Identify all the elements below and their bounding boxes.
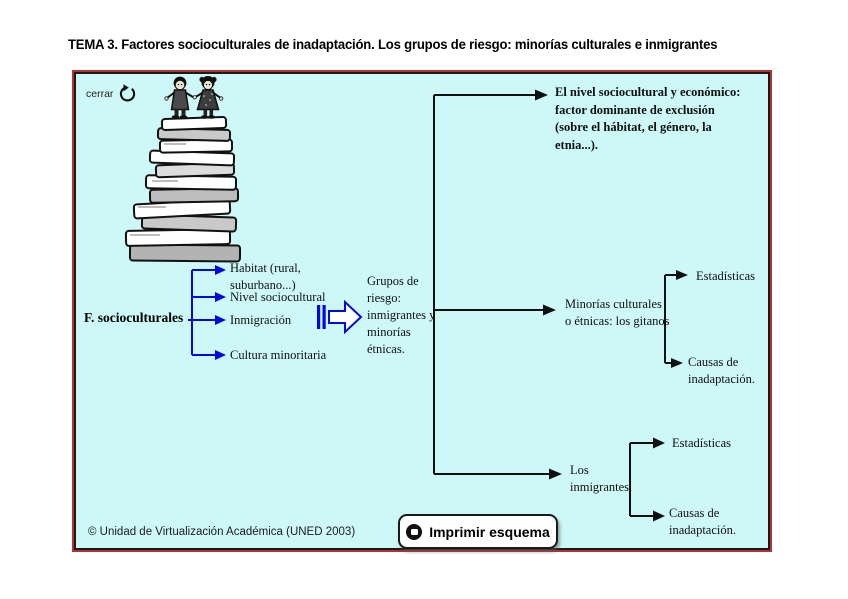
copyright-text: © Unidad de Virtualización Académica (UN… <box>88 526 356 538</box>
factor-cultura: Cultura minoritaria <box>230 348 327 362</box>
block-arrow-icon <box>317 299 363 335</box>
children-figures <box>164 76 224 119</box>
bottom-stats-label: Estadísticas <box>672 436 732 450</box>
center-note: Grupos de riesgo: inmigrantes y minorías… <box>367 274 436 356</box>
branch-middle-label: Minorías culturales o étnicas: los gitan… <box>565 297 670 328</box>
print-schema-button[interactable]: Imprimir esquema <box>398 514 558 549</box>
middle-causes-label: Causas de inadaptación. <box>688 355 755 386</box>
factor-inmigracion: Inmigración <box>230 313 292 327</box>
close-button-label: cerrar <box>86 88 114 100</box>
branch-bottom-label: Los inmigrantes. <box>570 463 633 494</box>
close-button[interactable]: cerrar <box>86 84 138 104</box>
print-icon <box>406 523 423 540</box>
bottom-causes-label: Causas de inadaptación. <box>669 506 736 537</box>
books-stack-illustration <box>124 76 242 263</box>
factor-nivel: Nivel sociocultural <box>230 290 326 304</box>
branch-top-label: El nivel sociocultural y económico: fact… <box>555 85 741 152</box>
circular-arrow-icon <box>120 84 136 102</box>
print-button-label: Imprimir esquema <box>429 523 550 540</box>
page-title: TEMA 3. Factores socioculturales de inad… <box>68 37 718 52</box>
root-node-label: F. socioculturales <box>84 310 184 325</box>
middle-stats-label: Estadísticas <box>696 269 756 283</box>
factor-habitat: Habitat (rural, suburbano...) <box>230 261 301 292</box>
schema-panel: cerrar F. socioculturales Habitat (rural… <box>74 72 770 550</box>
